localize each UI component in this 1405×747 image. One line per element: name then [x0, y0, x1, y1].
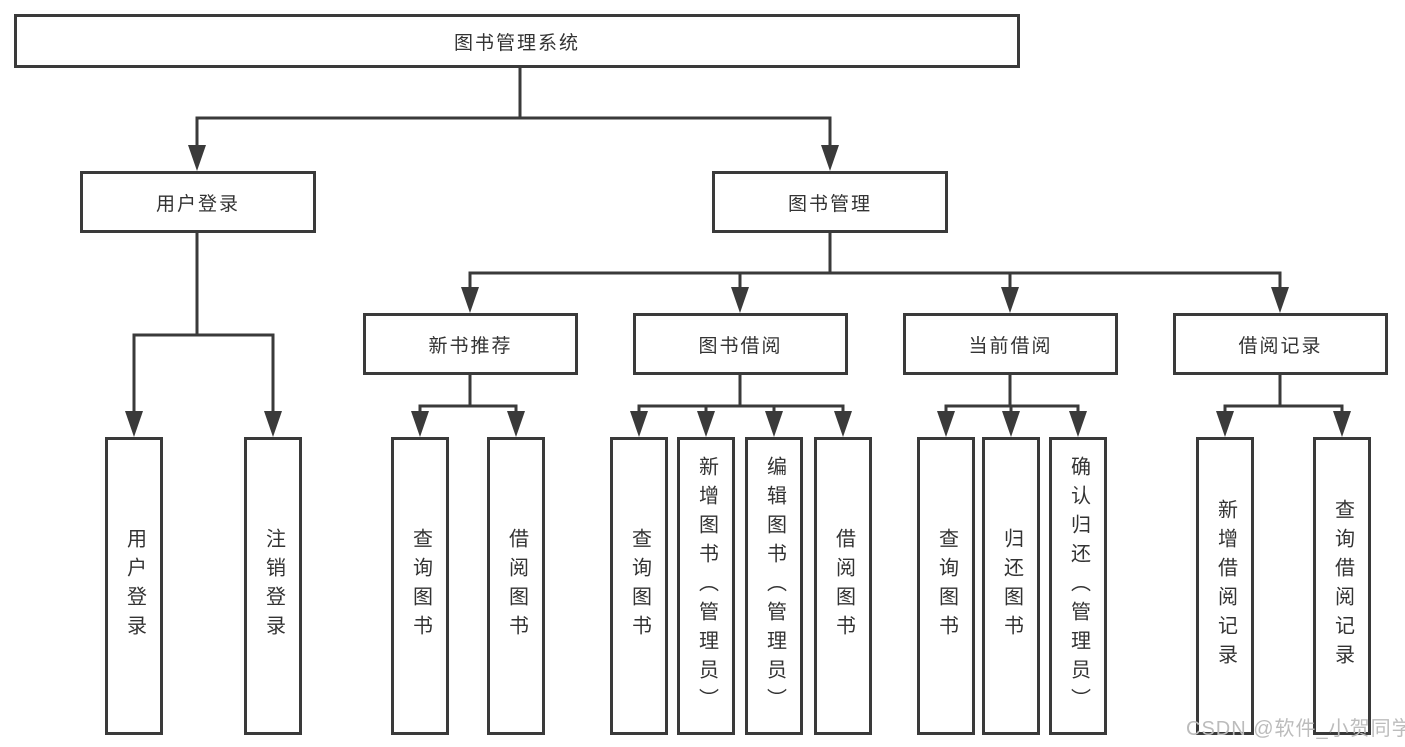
arrowhead — [1002, 411, 1020, 437]
arrowhead — [697, 411, 715, 437]
node-book-management: 图书管理 — [712, 171, 948, 233]
arrowhead — [731, 287, 749, 313]
node-book-borrowing: 图书借阅 — [633, 313, 848, 375]
connector-group — [132, 67, 1344, 412]
arrowhead — [821, 145, 839, 171]
arrowhead-group — [125, 145, 1351, 437]
arrowhead — [834, 411, 852, 437]
arrowhead — [1216, 411, 1234, 437]
leaf-borrow-books-borrowing: 借阅图书 — [814, 437, 872, 735]
arrowhead — [1333, 411, 1351, 437]
csdn-watermark: CSDN @软件_小贺同学 — [1186, 718, 1405, 740]
node-new-book-recommendation: 新书推荐 — [363, 313, 578, 375]
arrowhead — [125, 411, 143, 437]
node-user-login: 用户登录 — [80, 171, 316, 233]
leaf-logout: 注销登录 — [244, 437, 302, 735]
leaf-query-books-borrowing: 查询图书 — [610, 437, 668, 735]
connector-book-mgmt-children — [468, 231, 1282, 288]
leaf-user-login: 用户登录 — [105, 437, 163, 735]
leaf-query-books-recommendation: 查询图书 — [391, 437, 449, 735]
connector-current-borrow-children — [944, 374, 1080, 412]
arrowhead — [461, 287, 479, 313]
arrowhead — [507, 411, 525, 437]
leaf-edit-books-admin: 编辑图书（管理员） — [745, 437, 803, 735]
arrowhead — [1001, 287, 1019, 313]
leaf-add-books-admin: 新增图书（管理员） — [677, 437, 735, 735]
leaf-confirm-return-admin: 确认归还（管理员） — [1049, 437, 1107, 735]
connector-root-to-level2 — [195, 67, 832, 146]
leaf-borrow-books-recommendation: 借阅图书 — [487, 437, 545, 735]
node-current-borrowing: 当前借阅 — [903, 313, 1118, 375]
leaf-add-borrow-record: 新增借阅记录 — [1196, 437, 1254, 735]
node-library-management-system: 图书管理系统 — [14, 14, 1020, 68]
arrowhead — [1271, 287, 1289, 313]
arrowhead — [411, 411, 429, 437]
node-borrowing-records: 借阅记录 — [1173, 313, 1388, 375]
connector-user-login-children — [132, 231, 275, 412]
leaf-return-books: 归还图书 — [982, 437, 1040, 735]
arrowhead — [937, 411, 955, 437]
arrowhead — [1069, 411, 1087, 437]
connector-borrow-records-children — [1223, 374, 1344, 412]
connector-new-book-rec-children — [418, 374, 518, 412]
arrowhead — [264, 411, 282, 437]
arrowhead — [188, 145, 206, 171]
arrowhead — [630, 411, 648, 437]
leaf-query-books-current: 查询图书 — [917, 437, 975, 735]
arrowhead — [765, 411, 783, 437]
connector-book-borrow-children — [637, 374, 845, 412]
leaf-query-borrow-record: 查询借阅记录 — [1313, 437, 1371, 735]
